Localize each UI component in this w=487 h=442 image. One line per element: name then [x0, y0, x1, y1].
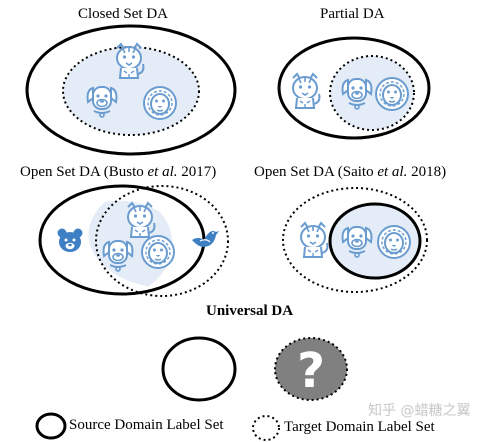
title-prefix: Open Set DA (Busto [20, 164, 148, 180]
title-italic: et al. [147, 164, 178, 180]
lion-icon [141, 235, 175, 269]
open-set-busto-panel [38, 184, 229, 297]
bear-icon [57, 228, 83, 252]
unknown-question-mark: ? [297, 343, 325, 399]
legend [35, 412, 280, 441]
target-set-ellipse [95, 185, 229, 297]
title-prefix: Open Set DA (Saito [254, 164, 378, 180]
title-italic: et al. [377, 164, 408, 180]
title-suffix: 2017) [177, 164, 217, 180]
lion-icon [143, 86, 177, 120]
source-set-ellipse [161, 336, 237, 402]
legend-source-symbol [35, 412, 67, 440]
target-set-ellipse [274, 337, 348, 401]
partial-panel [277, 36, 431, 140]
open-set-saito-title: Open Set DA (Saito et al. 2018) [254, 164, 446, 181]
title-suffix: 2018) [407, 164, 447, 180]
legend-source-label: Source Domain Label Set [69, 417, 224, 433]
universal-panel: ? [161, 336, 348, 402]
partial-title: Partial DA [320, 6, 385, 22]
lion-icon [377, 225, 411, 259]
legend-target-symbol [252, 415, 280, 441]
closed-set-panel [25, 24, 237, 156]
open-set-saito-panel [282, 187, 428, 293]
universal-title: Universal DA [206, 303, 294, 319]
legend-target-label: Target Domain Label Set [284, 419, 435, 435]
source-set-ellipse [328, 202, 422, 280]
lion-icon [375, 77, 409, 111]
watermark: 知乎 @蜡糖之翼 [368, 403, 471, 419]
bird-icon [191, 230, 220, 248]
closed-set-title: Closed Set DA [78, 6, 168, 22]
open-set-busto-title: Open Set DA (Busto et al. 2017) [20, 164, 216, 181]
